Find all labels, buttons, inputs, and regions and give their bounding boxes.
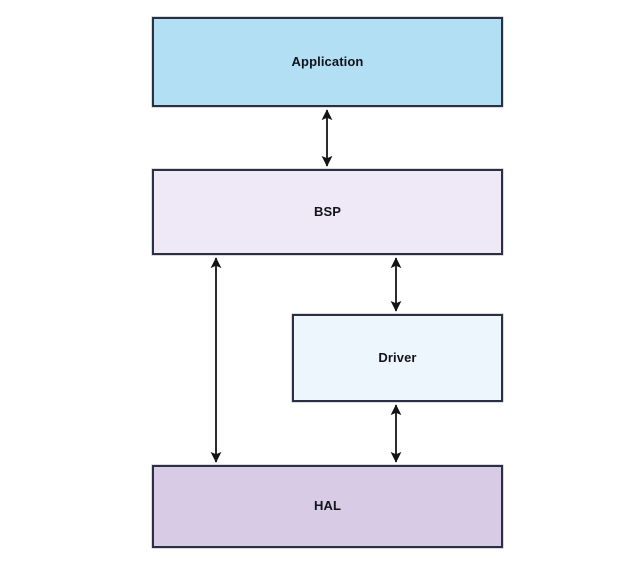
node-hal[interactable]: HAL	[152, 465, 503, 548]
node-application[interactable]: Application	[152, 17, 503, 107]
node-driver-label: Driver	[378, 349, 417, 365]
node-application-label: Application	[291, 53, 364, 69]
node-driver[interactable]: Driver	[292, 314, 503, 402]
node-bsp-label: BSP	[313, 203, 342, 219]
node-hal-label: HAL	[313, 498, 342, 514]
node-bsp[interactable]: BSP	[152, 169, 503, 255]
